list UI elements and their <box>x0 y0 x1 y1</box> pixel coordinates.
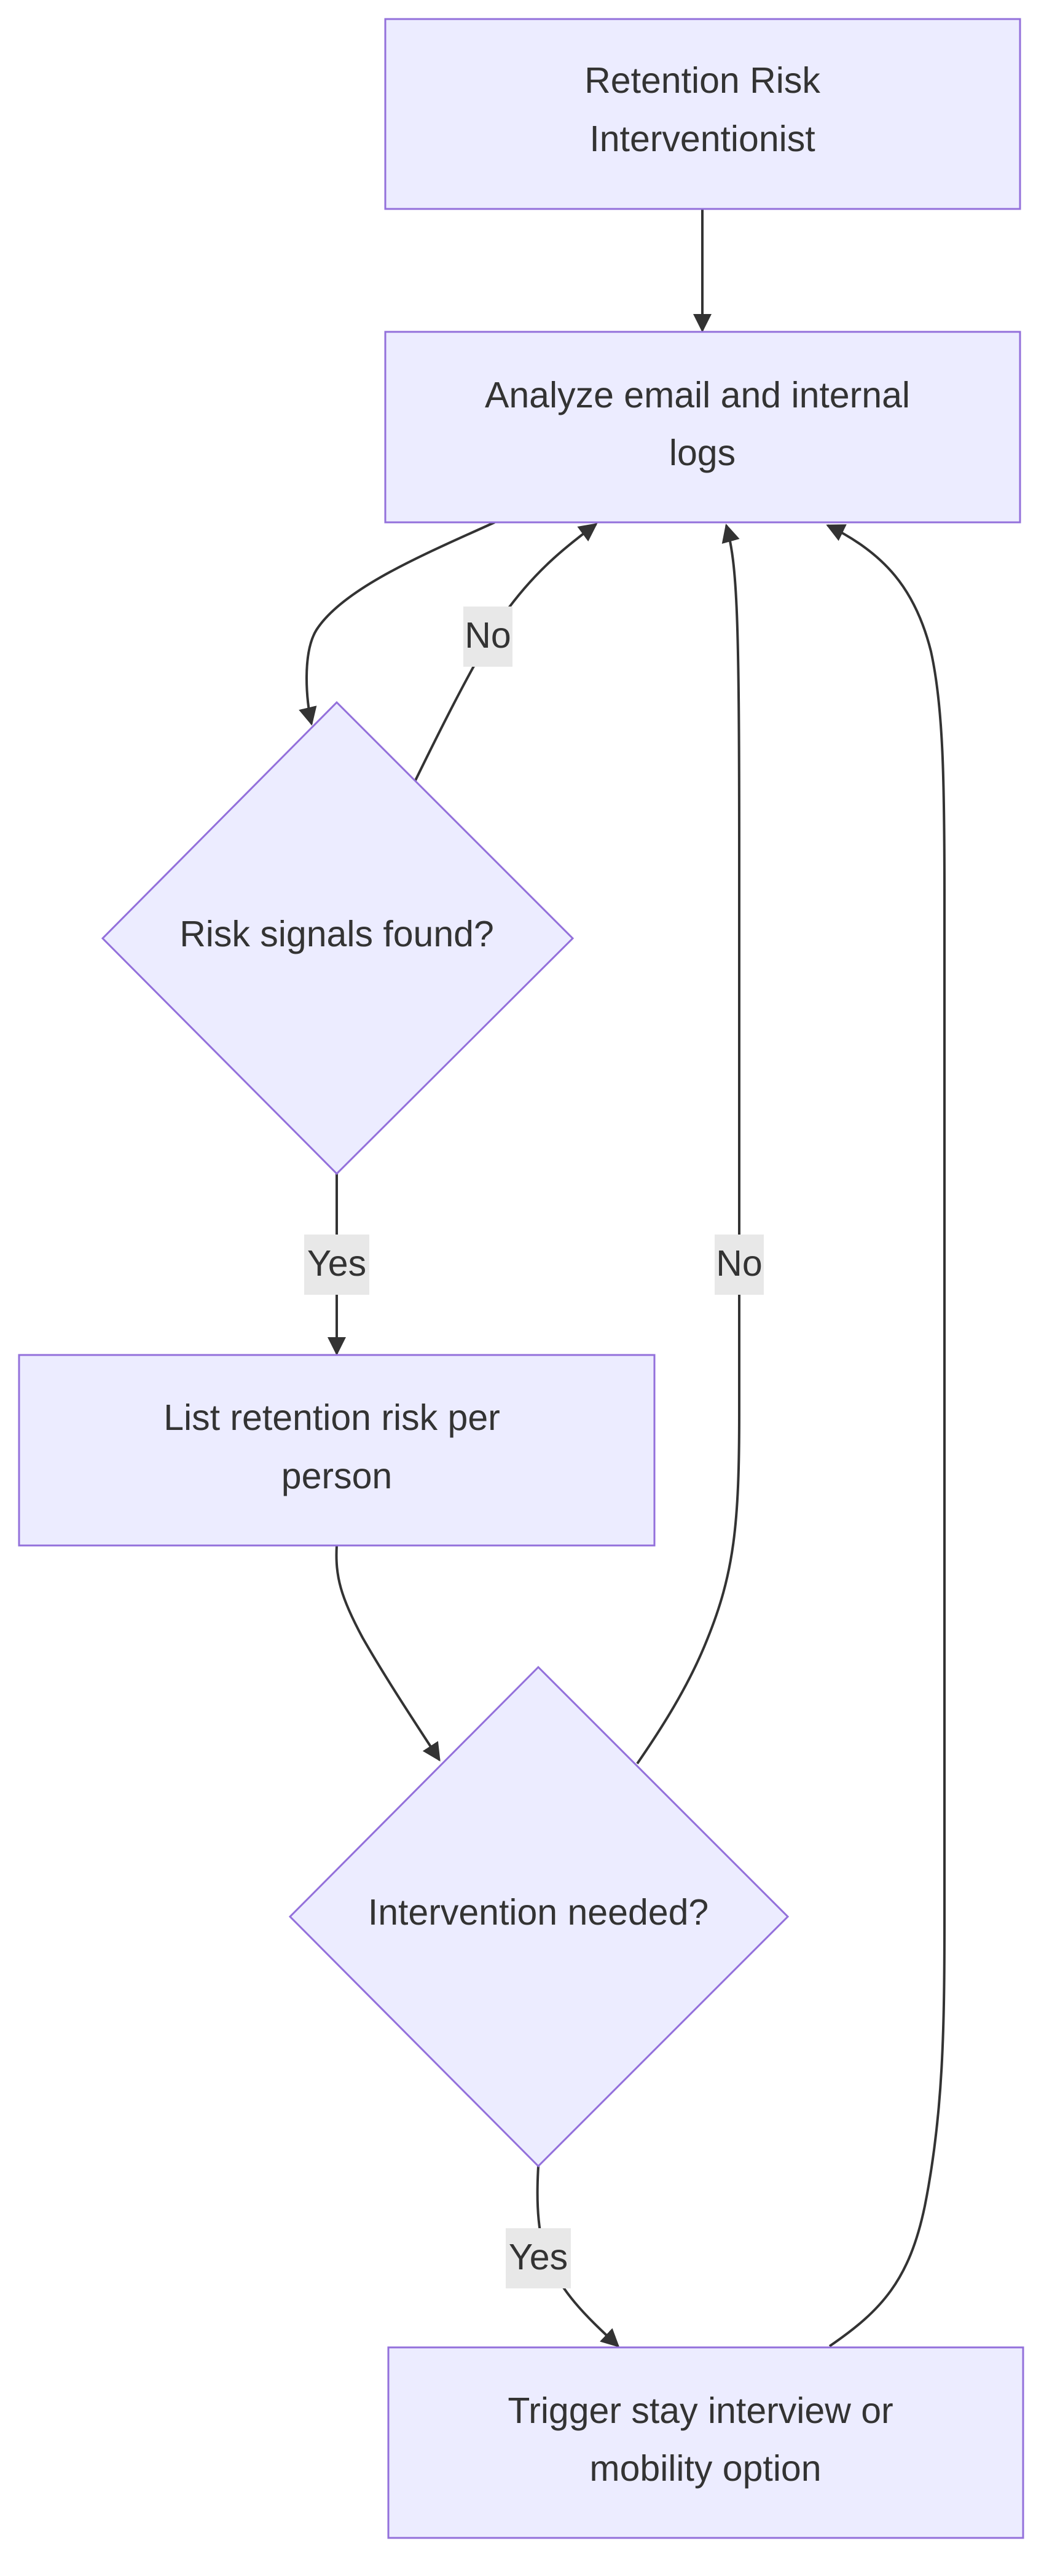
edge-label-risk-no-text: No <box>465 615 511 656</box>
node-analyze-line-1: Analyze email and internal <box>485 375 910 415</box>
node-list-retention-risk: List retention risk per person <box>18 1354 656 1547</box>
node-retention-risk-interventionist: Retention Risk Interventionist <box>384 18 1021 210</box>
node-start-line-1: Retention Risk <box>584 60 820 101</box>
edge-intervention-no-to-analyze <box>636 524 740 1765</box>
edge-labels: No Yes No Yes <box>304 607 764 2288</box>
node-risk-signals-decision: Risk signals found? <box>101 701 575 1176</box>
edge-list-to-intervention <box>335 1545 441 1762</box>
edge-label-risk-yes-text: Yes <box>307 1243 366 1284</box>
edge-trigger-to-analyze <box>826 524 946 2347</box>
node-start-line-2: Interventionist <box>589 119 815 159</box>
node-trigger-stay-interview: Trigger stay interview or mobility optio… <box>387 2346 1024 2539</box>
node-intervention-line-1: Intervention needed? <box>368 1892 709 1933</box>
edge-label-intervention-no: No <box>715 1235 764 1295</box>
node-list-line-1: List retention risk per <box>163 1397 500 1438</box>
node-analyze-line-2: logs <box>669 433 736 473</box>
edge-analyze-to-risk <box>299 521 495 726</box>
node-analyze-logs: Analyze email and internal logs <box>384 331 1021 524</box>
edge-label-intervention-yes-text: Yes <box>509 2237 568 2277</box>
node-trigger-line-2: mobility option <box>589 2448 821 2489</box>
edge-label-risk-yes: Yes <box>304 1235 369 1295</box>
node-trigger-line-1: Trigger stay interview or <box>508 2390 893 2431</box>
node-risk-line-1: Risk signals found? <box>179 914 494 954</box>
node-intervention-decision: Intervention needed? <box>288 1665 790 2168</box>
edge-label-intervention-no-text: No <box>716 1243 762 1284</box>
nodes: Retention Risk Interventionist Analyze e… <box>18 18 1024 2539</box>
node-list-line-2: person <box>281 1456 392 1496</box>
edge-label-risk-no: No <box>463 607 512 667</box>
edge-label-intervention-yes: Yes <box>506 2228 571 2288</box>
